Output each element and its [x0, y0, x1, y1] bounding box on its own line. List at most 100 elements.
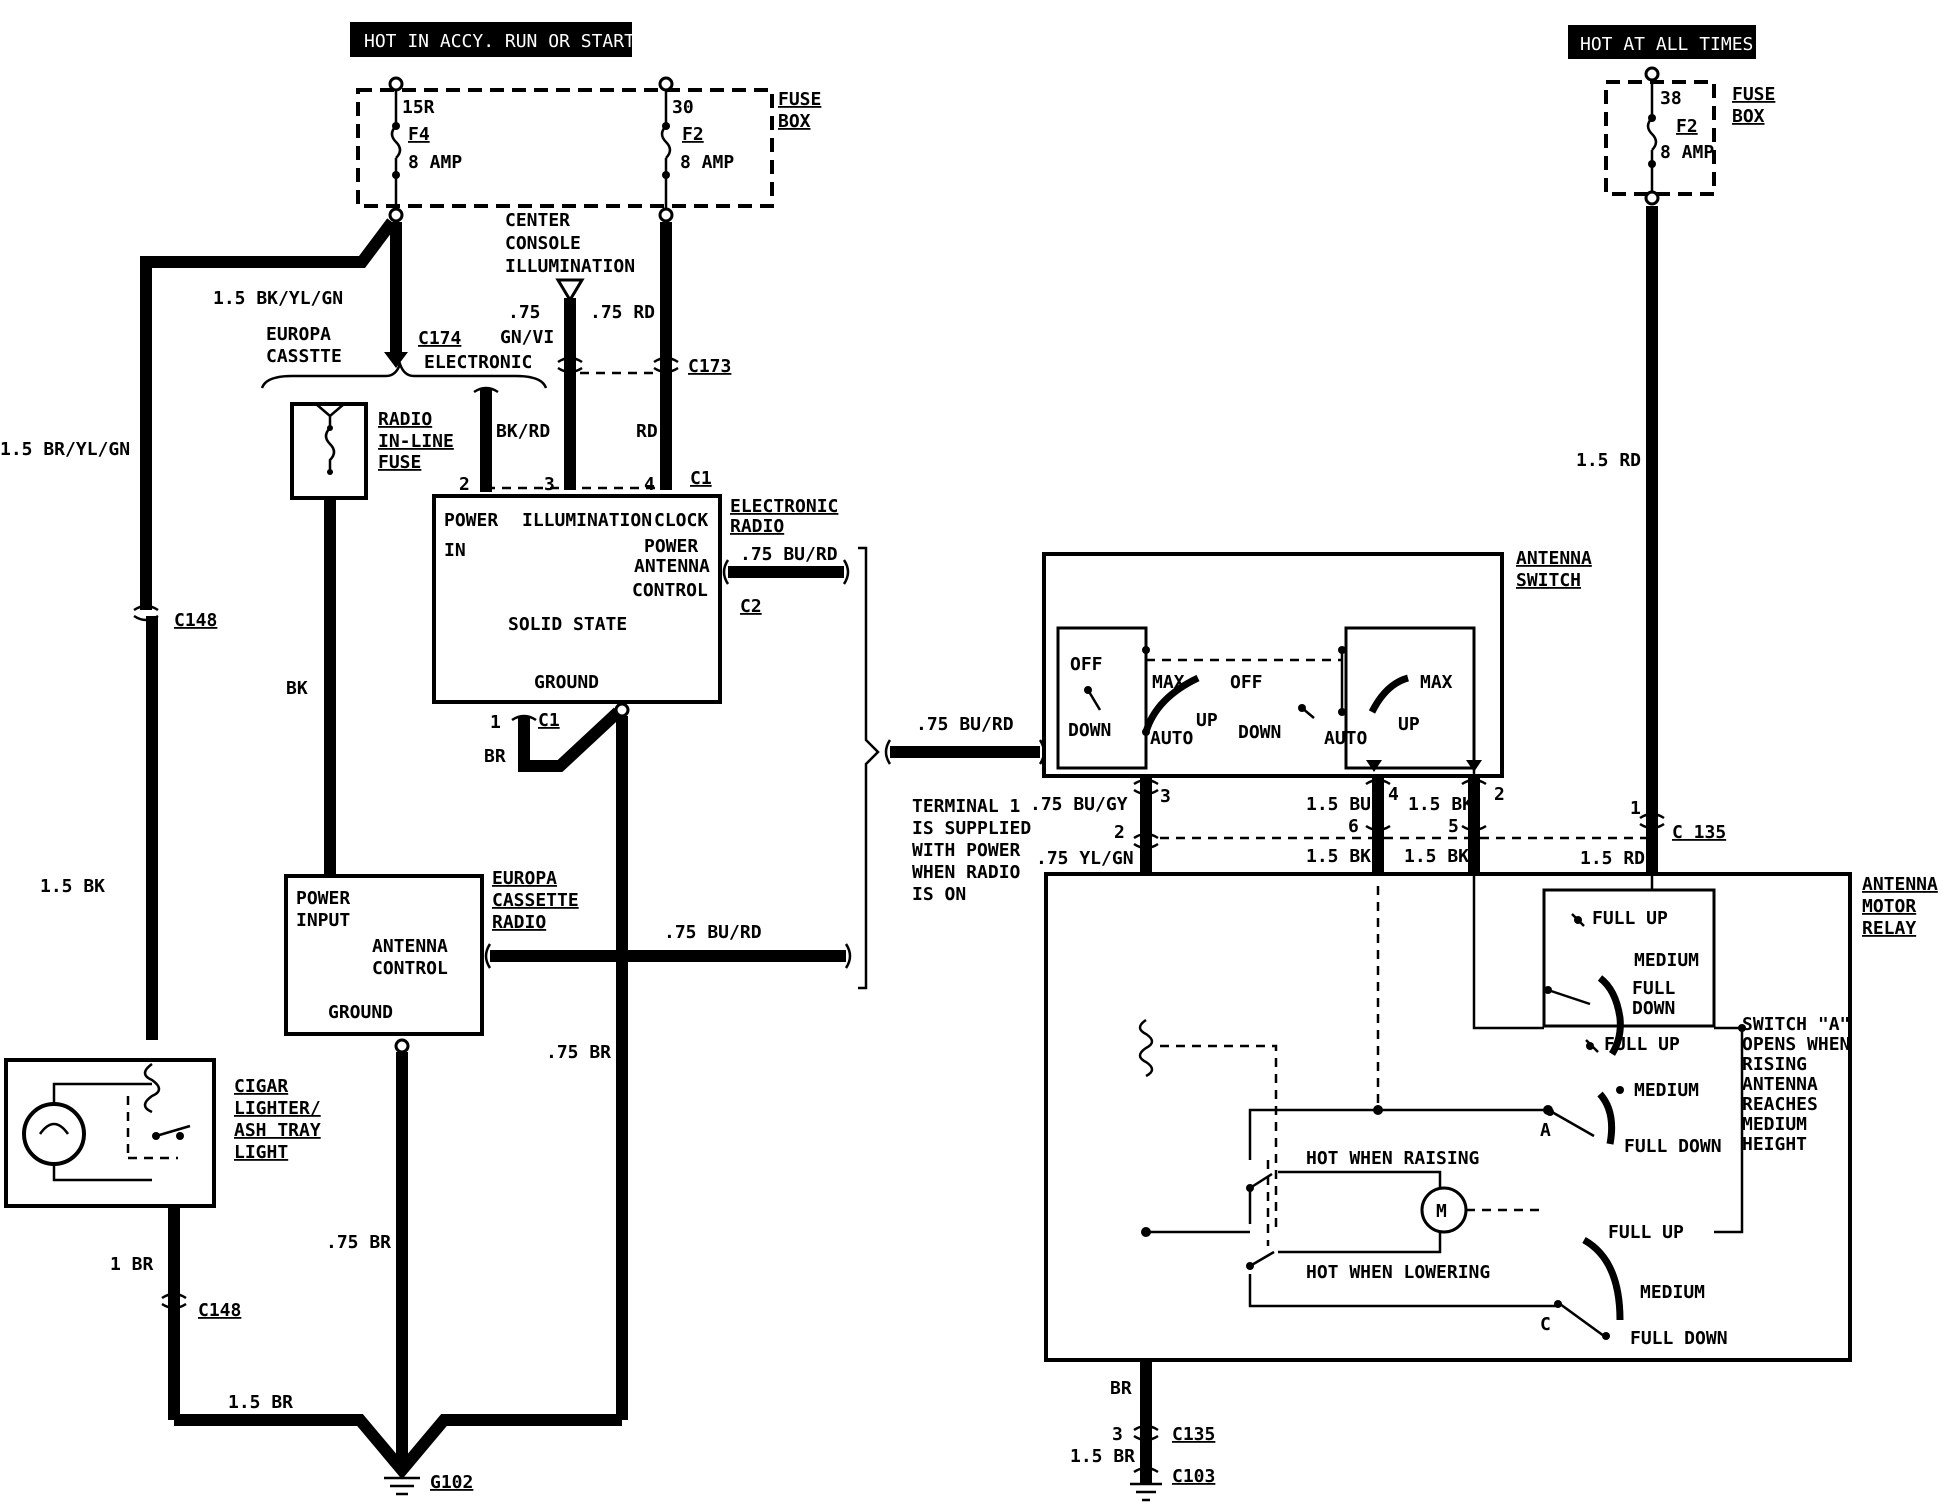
wire-15-bk-a: 1.5 BK: [1306, 846, 1371, 867]
pin-4: 4: [644, 474, 655, 495]
relay-1: ANTENNA: [1862, 874, 1938, 895]
hot-lowering: HOT WHEN LOWERING: [1306, 1262, 1490, 1283]
cigar-3: ASH TRAY: [234, 1120, 321, 1141]
f2r-amp: 8 AMP: [1660, 142, 1714, 163]
pin-p4: 4: [1388, 784, 1399, 805]
term-note-2: IS SUPPLIED: [912, 818, 1031, 839]
lighter-coil-icon: [143, 1062, 161, 1114]
europa-radio-2: CASSETTE: [492, 890, 579, 911]
cigar-1: CIGAR: [234, 1076, 288, 1097]
hot-accy-label: HOT IN ACCY. RUN OR START: [364, 31, 635, 52]
sw-down2: DOWN: [1238, 722, 1281, 743]
radio-power-ant-3: CONTROL: [632, 580, 708, 601]
right-fuse-icon: [1646, 117, 1658, 151]
cigar-4: LIGHT: [234, 1142, 288, 1163]
electronic-radio-box: [432, 494, 722, 704]
motor-label: M: [1436, 1201, 1447, 1222]
g102-label: G102: [430, 1472, 473, 1493]
radio-power-ant-1: POWER: [644, 536, 698, 557]
switch-note-7: HEIGHT: [1742, 1134, 1807, 1155]
wire-075-bugy: .75 BU/GY: [1030, 794, 1128, 815]
switch-blade-2-icon: [1368, 674, 1410, 714]
wire-bk-rd: BK/RD: [496, 421, 550, 442]
f2-amp: 8 AMP: [680, 152, 734, 173]
f4-name: F4: [408, 124, 430, 145]
relay-2: MOTOR: [1862, 896, 1916, 917]
wire-075-rd: .75 RD: [590, 302, 655, 323]
switch-c: C: [1540, 1314, 1551, 1335]
full-up-1: FULL UP: [1592, 908, 1668, 929]
antenna-switch-2: SWITCH: [1516, 570, 1581, 591]
full-up-3: FULL UP: [1608, 1222, 1684, 1243]
f2-fuse-icon: [660, 125, 672, 159]
right-fuse-box: [1604, 80, 1716, 196]
wire-15-bk-yl-gn: 1.5 BK/YL/GN: [213, 288, 343, 309]
c1b-label: C1: [538, 710, 560, 731]
switch-note-2: OPENS WHEN: [1742, 1034, 1850, 1055]
full-down-2: FULL DOWN: [1624, 1136, 1722, 1157]
center-console-1: CENTER: [505, 210, 570, 231]
wire-br-bottom: BR: [1110, 1378, 1132, 1399]
wire-075-br-a: .75 BR: [546, 1042, 611, 1063]
wire-15-bk-b: 1.5 BK: [1408, 794, 1473, 815]
hot-accy-header: HOT IN ACCY. RUN OR START: [350, 22, 635, 57]
wire-075-gnvi-1: .75: [508, 302, 541, 323]
medium-1: MEDIUM: [1634, 950, 1699, 971]
wire-15-bk-c: 1.5 BK: [1404, 846, 1469, 867]
wire-075-gnvi-2: GN/VI: [500, 327, 554, 348]
europa-ant-1: ANTENNA: [372, 936, 448, 957]
c148-label: C148: [174, 610, 217, 631]
hot-all-label: HOT AT ALL TIMES: [1580, 34, 1753, 55]
pin-1: 1: [490, 712, 501, 733]
electronic-radio-1: ELECTRONIC: [730, 496, 838, 517]
wire-075-ylgn: .75 YL/GN: [1036, 848, 1134, 869]
full-up-2: FULL UP: [1604, 1034, 1680, 1055]
sw-auto2: AUTO: [1324, 728, 1368, 749]
f2r-name: F2: [1676, 116, 1698, 137]
europa-power-1: POWER: [296, 888, 350, 909]
relay-contact-3-icon: [1582, 1236, 1624, 1321]
switch-note-5: REACHES: [1742, 1094, 1818, 1115]
c2-label: C2: [740, 596, 762, 617]
wire-075-br-b: .75 BR: [326, 1232, 391, 1253]
switch-note-3: RISING: [1742, 1054, 1807, 1075]
europa-cassette-radio-box: [284, 874, 484, 1036]
antenna-motor-relay-box: [1044, 872, 1852, 1362]
sw-up: UP: [1196, 710, 1218, 731]
c135-label: C 135: [1672, 822, 1726, 843]
sw-off2: OFF: [1230, 672, 1263, 693]
pin-p5: 5: [1448, 816, 1459, 837]
pin-p2b: 2: [1494, 784, 1505, 805]
switch-note-6: MEDIUM: [1742, 1114, 1807, 1135]
center-console-3: ILLUMINATION: [505, 256, 635, 277]
sw-max2: MAX: [1420, 672, 1453, 693]
radio-solid-state: SOLID STATE: [508, 614, 627, 635]
full-down-1a: FULL: [1632, 978, 1676, 999]
cigar-lighter-box: [4, 1058, 216, 1208]
c103-label: C103: [1172, 1466, 1215, 1487]
antenna-switch-1: ANTENNA: [1516, 548, 1592, 569]
relay-contact-1-icon: [1597, 975, 1624, 1056]
wire-075-burd-a: .75 BU/RD: [740, 544, 838, 565]
switch-blade-1-icon: [1142, 674, 1200, 734]
center-console-2: CONSOLE: [505, 233, 581, 254]
europa-power-2: INPUT: [296, 910, 350, 931]
wire-1-br: 1 BR: [110, 1254, 154, 1275]
pin-p6: 6: [1348, 816, 1359, 837]
wire-15-br-yl-gn: 1.5 BR/YL/GN: [0, 439, 130, 460]
pin-p1: 1: [1630, 798, 1641, 819]
radio-fuse-3: FUSE: [378, 452, 421, 473]
wire-15-br: 1.5 BR: [228, 1392, 293, 1413]
electronic-radio-2: RADIO: [730, 516, 784, 537]
c1-label: C1: [690, 468, 712, 489]
radio-fuse-1: RADIO: [378, 409, 432, 430]
sw-down: DOWN: [1068, 720, 1111, 741]
wire-075-burd-c: .75 BU/RD: [664, 922, 762, 943]
antenna-switch-box: [1042, 552, 1504, 778]
illumination-arrow-icon: [555, 278, 585, 303]
switch-note-1: SWITCH "A": [1742, 1014, 1850, 1035]
sw-up2: UP: [1398, 714, 1420, 735]
right-fuse-box-label-1: FUSE: [1732, 84, 1775, 105]
radio-in: IN: [444, 540, 466, 561]
